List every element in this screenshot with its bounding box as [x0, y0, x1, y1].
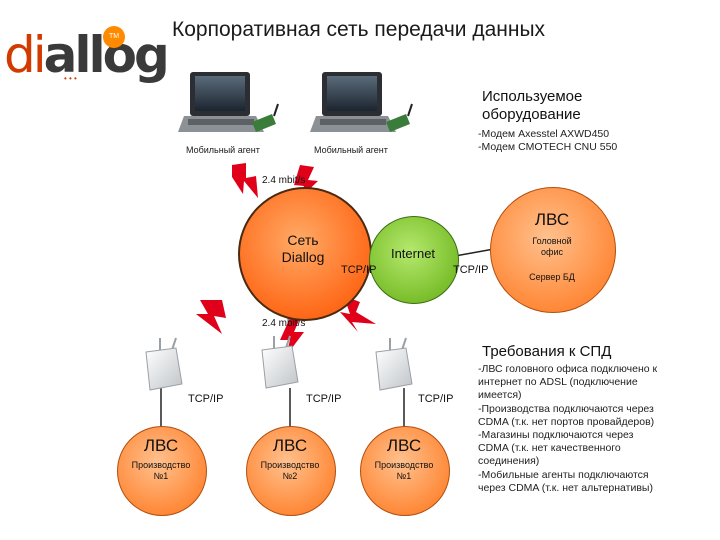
- protocol-label: TCP/IP: [188, 393, 224, 405]
- requirements-list: -ЛВС головного офиса подключено к интерн…: [478, 363, 718, 495]
- protocol-label: TCP/IP: [418, 393, 454, 405]
- logo-badge: TM: [103, 26, 125, 48]
- router-icon: [145, 337, 183, 391]
- protocol-label: TCP/IP: [306, 393, 342, 405]
- requirement-line: интернет по ADSL (подключение: [478, 376, 638, 389]
- laptop-icon: [178, 72, 264, 132]
- branch-lan-node: [246, 426, 336, 516]
- diallog-network-node: [238, 187, 372, 321]
- db-server-label: Сервер БД: [529, 272, 575, 282]
- branch-lan-node: [360, 426, 450, 516]
- modem-card-icon: [386, 103, 413, 132]
- protocol-label: TCP/IP: [453, 264, 489, 276]
- router-icon: [261, 335, 299, 389]
- requirement-line: CDMA (т.к. нет портов провайдеров): [478, 415, 655, 428]
- requirement-line: -Магазины подключаются через: [478, 429, 634, 442]
- requirement-line: имеется): [478, 389, 522, 402]
- requirement-line: через CDMA (т.к. нет альтернативы): [478, 481, 653, 494]
- lightning-icon: [294, 165, 318, 200]
- rate-label: 2.4 mbit/s: [262, 318, 306, 329]
- requirement-line: соединения): [478, 455, 540, 468]
- branch-lan-title: ЛВС: [386, 436, 422, 455]
- link-line: [454, 248, 495, 257]
- requirement-line: CDMA (т.к. нет качественного: [478, 442, 621, 455]
- lightning-icon: [232, 163, 258, 198]
- agent-label: Мобильный агент: [186, 145, 260, 155]
- lightning-icon: [196, 300, 226, 334]
- branch-lan-title: ЛВС: [272, 436, 308, 455]
- requirements-title: Требования к СПД: [482, 343, 612, 360]
- router-icon: [375, 337, 413, 391]
- lightning-icon: [280, 318, 304, 356]
- rate-label: 2.4 mbit/s: [262, 175, 306, 186]
- logo-dots: • • •: [64, 74, 77, 83]
- head-office-lan-title: ЛВС: [534, 210, 570, 229]
- laptop-icon: [310, 72, 396, 132]
- branch-lan-title: ЛВС: [143, 436, 179, 455]
- internet-label: Internet: [390, 246, 436, 261]
- requirement-line: -Производства подключаются через: [478, 402, 654, 415]
- requirement-line: -Мобильные агенты подключаются: [478, 468, 649, 481]
- requirement-line: -ЛВС головного офиса подключено к: [478, 363, 658, 375]
- equipment-item: -Модем CMOTECH CNU 550: [478, 141, 618, 153]
- agent-label: Мобильный агент: [314, 145, 388, 155]
- equipment-list: -Модем Axesstel AXWD450 -Модем CMOTECH C…: [478, 128, 617, 154]
- lightning-icon: [340, 296, 376, 332]
- protocol-label: TCP/IP: [341, 264, 377, 276]
- equipment-item: -Модем Axesstel AXWD450: [478, 128, 610, 140]
- branch-lan-node: [117, 426, 207, 516]
- head-office-lan-node: [490, 187, 616, 313]
- page-title: Корпоративная сеть передачи данных: [172, 18, 546, 41]
- internet-node: [369, 216, 459, 304]
- modem-card-icon: [252, 103, 279, 132]
